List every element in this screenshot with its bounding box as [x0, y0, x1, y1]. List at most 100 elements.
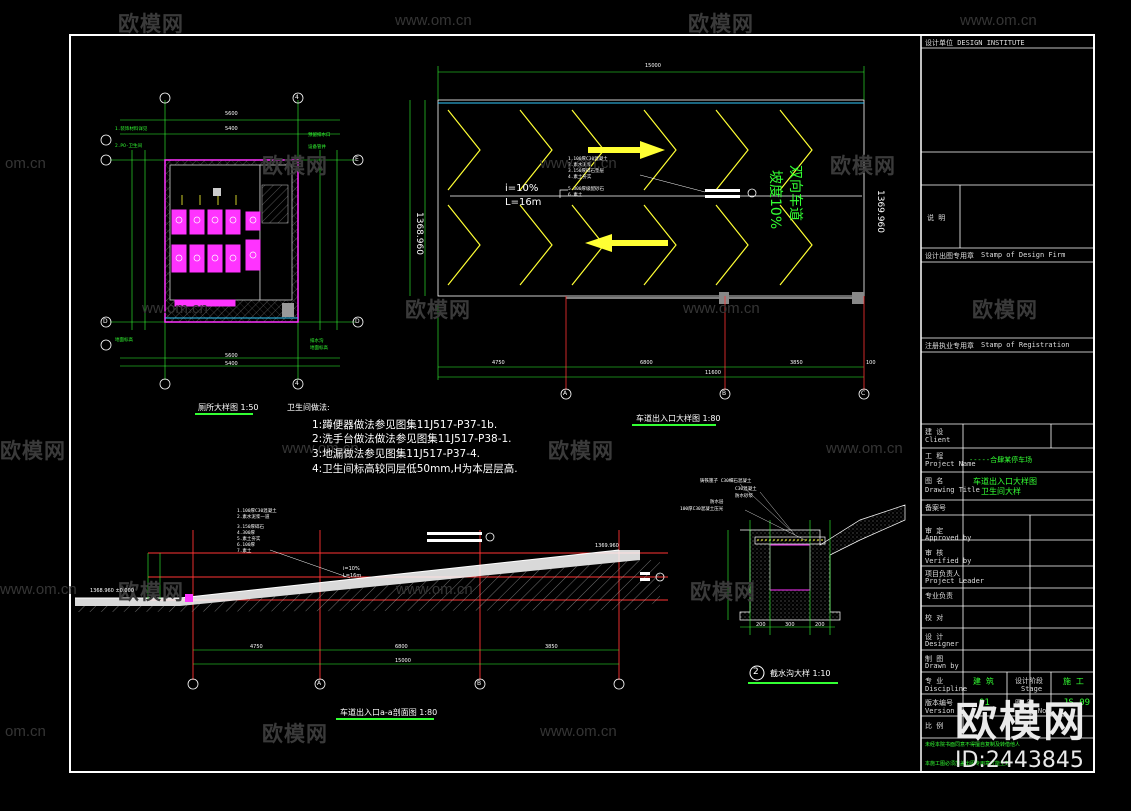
ramp-plan-title: 车道出入口大样图 1:80 — [636, 414, 721, 423]
title-block-grid — [921, 47, 1094, 739]
svg-text:6.100厚: 6.100厚 — [237, 542, 256, 548]
trench-title: 截水沟大样 1:10 — [770, 669, 831, 678]
ramp-dim-a: 4750 — [492, 360, 505, 366]
dwgno-cn: 图 号 — [1015, 699, 1034, 707]
watermark-url: www.om.cn — [540, 723, 617, 740]
notes-label: 说 明 — [927, 214, 946, 222]
section-dim-b: 6800 — [395, 644, 408, 650]
svg-text:铸铁篦子 C30细石混凝土: 铸铁篦子 C30细石混凝土 — [700, 477, 752, 484]
watermark-brand: 欧模网 — [690, 580, 756, 604]
trench-dim: 200 — [815, 622, 825, 628]
watermark-brand: 欧模网 — [262, 154, 328, 178]
watermark-brand: 欧模网 — [548, 439, 614, 463]
drawing-title-value-2: 卫生间大样 — [981, 487, 1021, 496]
scale-cn: 比 例 — [925, 722, 944, 730]
watermark-brand: 欧模网 — [830, 154, 896, 178]
ramp-vertical-text2: 坡度10% — [767, 170, 783, 230]
toilet-plan-title: 厕所大样图 1:50 — [198, 403, 259, 412]
design-institute: 设计单位 DESIGN INSTITUTE — [925, 39, 1025, 47]
section-dim-c: 3850 — [545, 644, 558, 650]
axis-label-a: A — [563, 390, 568, 397]
version-en: Version — [925, 707, 955, 715]
section-dim-a: 4750 — [250, 644, 263, 650]
title-underline — [632, 424, 716, 426]
dwgno-en: Dwg.No — [1021, 707, 1047, 715]
discipline-en: Discipline — [925, 685, 968, 693]
project-cn: 工 程 — [925, 452, 944, 460]
svg-text:地面标高: 地面标高 — [115, 336, 133, 343]
verified-en: Verified by — [925, 557, 972, 565]
svg-text:防水砂浆: 防水砂浆 — [735, 492, 753, 499]
ramp-plan: 1.100厚C30混凝土 2.素水泥浆 3.150厚碎石垫层 4.素土夯实 5.… — [409, 66, 870, 400]
svg-text:5.300厚级配砂石: 5.300厚级配砂石 — [568, 185, 605, 192]
drawing-border — [69, 34, 1095, 773]
watermark-brand-large: 欧模网 — [955, 697, 1088, 746]
designer-cn: 设 计 — [925, 633, 944, 641]
axis-label-d: D — [355, 318, 360, 325]
watermark-url: om.cn — [5, 723, 46, 740]
svg-text:C30混凝土: C30混凝土 — [735, 485, 757, 492]
version-cn: 版本编号 — [925, 699, 953, 707]
svg-text:3.150厚碎石垫层: 3.150厚碎石垫层 — [568, 167, 605, 174]
trench-dim: 300 — [785, 622, 795, 628]
project-en: Project Name — [925, 460, 976, 468]
drawing-title-en: Drawing Title — [925, 486, 980, 494]
checked-cn: 校 对 — [925, 614, 944, 622]
axis-label-a: A — [317, 680, 322, 687]
svg-text:4.300厚: 4.300厚 — [237, 530, 256, 536]
svg-text:预留排水口: 预留排水口 — [308, 131, 331, 138]
drawing-title-cn: 图 名 — [925, 477, 944, 485]
footnote-1: 未经本院书面同意不得擅自复制及转借他人 — [925, 742, 1021, 748]
watermark-url: www.om.cn — [0, 581, 77, 598]
watermark-url: www.om.cn — [282, 440, 359, 457]
svg-text:1.装饰材料详见: 1.装饰材料详见 — [115, 125, 148, 132]
svg-text:100厚C30混凝土压光: 100厚C30混凝土压光 — [680, 505, 724, 512]
ramp-dim-b: 6800 — [640, 360, 653, 366]
title-underline — [748, 682, 838, 684]
approved-en: Approved by — [925, 534, 972, 542]
svg-text:5.素土夯实: 5.素土夯实 — [237, 535, 261, 542]
project-leader-cn: 项目负责人 — [925, 570, 960, 578]
svg-text:设备管井: 设备管井 — [308, 143, 326, 150]
section-elev-right: 1369.960 — [595, 543, 619, 549]
axis-label-d: D — [103, 318, 108, 325]
watermark-brand: 欧模网 — [262, 722, 328, 746]
section-dim-total: 15000 — [395, 658, 411, 664]
section-title: 车道出入口a-a剖面图 1:80 — [340, 708, 438, 717]
footnote-2: 本施工图必须加盖出图专用章才能生效 — [925, 761, 1011, 767]
watermark-brand: 欧模网 — [972, 298, 1038, 322]
section-length: L=16m — [343, 573, 362, 579]
reg-stamp: Stamp of Registration — [981, 341, 1070, 349]
svg-text:1.100厚C30混凝土: 1.100厚C30混凝土 — [237, 507, 277, 514]
svg-text:地面标高: 地面标高 — [310, 344, 328, 351]
toilet-dim-top: 5600 — [225, 111, 238, 117]
title-underline — [195, 413, 253, 415]
watermark-url: www.om.cn — [396, 581, 473, 598]
toilet-dim-bot: 5600 — [225, 353, 238, 359]
pro-leader-cn: 专业负责 — [925, 592, 953, 600]
note-line: 2:洗手台做法做法参见图集11J517-P38-1. — [312, 433, 512, 445]
toilet-dim-bot2: 5400 — [225, 361, 238, 367]
section-elev-left: 1368.960 ±0.000 — [90, 588, 134, 594]
toilet-plan: 1.装饰材料详见 2.PO-卫生间 预留排水口 设备管井 排水沟 地面标高 地面… — [100, 92, 364, 390]
watermark-brand: 欧模网 — [118, 580, 184, 604]
trench-number: 2 — [753, 667, 759, 677]
version-value: 01 — [979, 698, 990, 708]
watermark-url: www.om.cn — [960, 12, 1037, 29]
svg-text:3.150厚碎石: 3.150厚碎石 — [237, 523, 265, 530]
designer-en: Designer — [925, 640, 959, 648]
drawing-title-value-1: 车道出入口大样图 — [973, 477, 1037, 486]
axis-label-b: B — [477, 680, 482, 687]
axis-label-b: B — [722, 390, 727, 397]
drawn-cn: 制 图 — [925, 655, 944, 663]
section-slope: i=10% — [343, 566, 360, 572]
notes-heading: 卫生间做法: — [287, 403, 330, 412]
length-label: L=16m — [505, 197, 542, 208]
watermark-url: www.om.cn — [395, 12, 472, 29]
dwgno-value: JS-09 — [1063, 698, 1091, 708]
stage-cn: 设计阶段 — [1015, 677, 1043, 685]
verified-cn: 审 核 — [925, 549, 944, 557]
watermark-brand: 欧模网 — [118, 12, 184, 36]
